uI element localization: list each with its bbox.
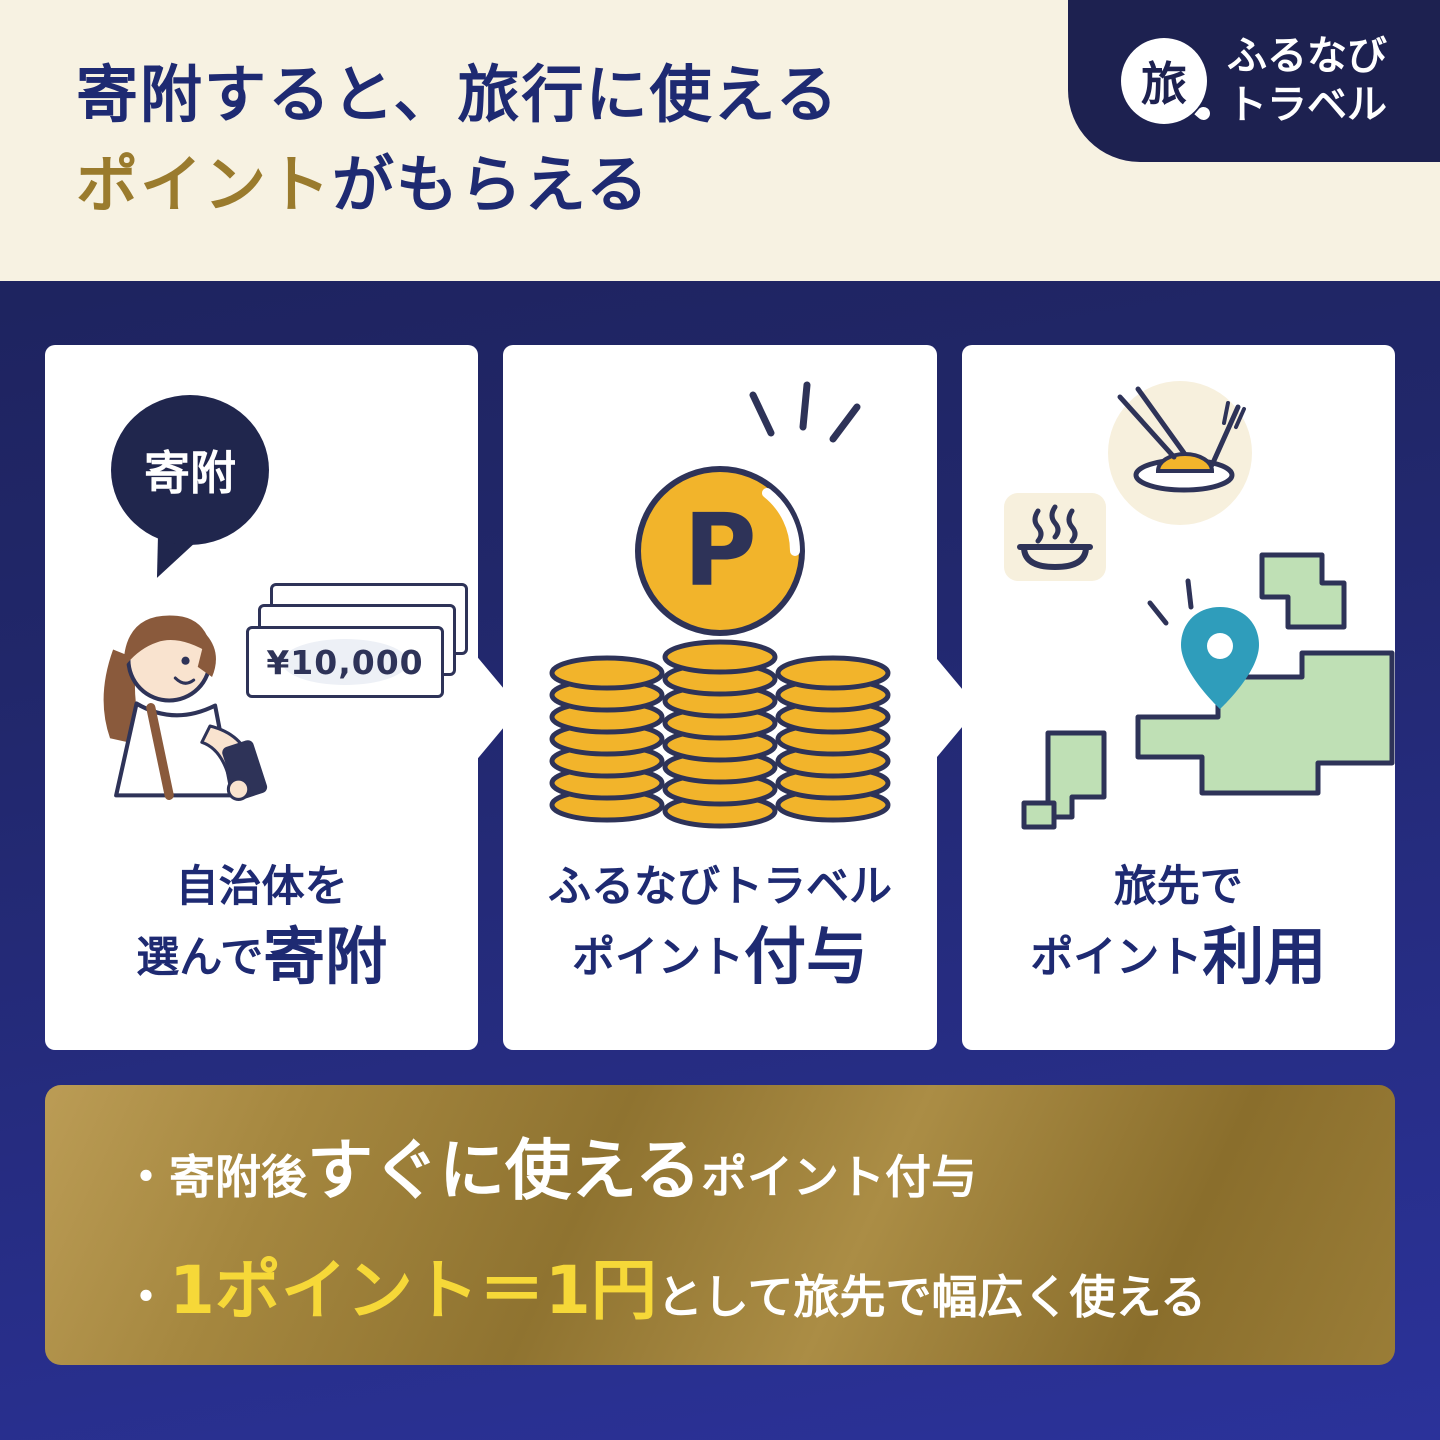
step1-caption: 自治体を 選んで寄附 xyxy=(45,861,478,991)
benefit2-em: 1ポイント＝1円 xyxy=(169,1252,657,1329)
point-coin-icon: P xyxy=(634,466,805,636)
step3-caption-em: 利用 xyxy=(1202,919,1327,993)
brand-name-top: ふるなび xyxy=(1227,33,1387,80)
benefit2-bullet: ・ xyxy=(123,1270,169,1324)
step1-caption-pre: 選んで xyxy=(136,932,264,983)
benefit1-em: すぐに使える xyxy=(307,1132,702,1209)
benefit-line-1: ・寄附後すぐに使えるポイント付与 xyxy=(123,1117,1395,1213)
step3-caption-pre: ポイント xyxy=(1030,932,1203,983)
step2-caption-em: 付与 xyxy=(743,919,868,993)
benefit2-post: として旅先で幅広く使える xyxy=(656,1270,1207,1324)
step3-caption: 旅先で ポイント利用 xyxy=(962,861,1395,991)
step-arrow-1-icon xyxy=(474,653,520,763)
title-line2: ポイントがもらえる xyxy=(76,140,840,230)
woman-with-phone-illustration xyxy=(103,615,268,801)
brand-logo: 旅 ふるなび トラベル xyxy=(1068,0,1440,162)
donation-speech-bubble: 寄附 xyxy=(111,395,269,545)
banknote-amount: ¥10,000 xyxy=(266,642,424,682)
steps-row: 寄附 ¥10,000 xyxy=(45,345,1395,1050)
onsen-icon xyxy=(1003,493,1106,581)
step-card-points: P ふるなびトラベル ポイント付与 xyxy=(503,345,937,1050)
point-coins-illustration: P xyxy=(549,381,891,829)
travel-emblem-icon: 旅 xyxy=(1121,38,1207,124)
brand-name: ふるなび トラベル xyxy=(1227,32,1387,130)
step3-caption-top: 旅先で xyxy=(1113,862,1243,912)
step2-caption-bottom: ポイント付与 xyxy=(503,919,936,993)
map-pin-icon xyxy=(1180,607,1259,709)
title-accent: ポイント xyxy=(76,147,333,221)
page-title: 寄附すると、旅行に使える ポイントがもらえる xyxy=(76,50,840,230)
title-rest: がもらえる xyxy=(332,147,651,221)
step2-caption-top: ふるなびトラベル xyxy=(547,862,892,912)
title-line1: 寄附すると、旅行に使える xyxy=(76,58,840,131)
coin-stack-left xyxy=(549,655,665,823)
step2-caption-pre: ポイント xyxy=(571,932,744,983)
benefits-banner: ・寄附後すぐに使えるポイント付与 ・1ポイント＝1円として旅先で幅広く使える xyxy=(45,1085,1395,1365)
coin-stack-right xyxy=(775,655,891,823)
brand-name-bottom: トラベル xyxy=(1227,82,1387,128)
travel-destination-illustration xyxy=(1003,381,1395,830)
benefit1-pre: ・寄附後 xyxy=(123,1150,307,1204)
benefit-line-2: ・1ポイント＝1円として旅先で幅広く使える xyxy=(123,1237,1395,1333)
step-card-use: 旅先で ポイント利用 xyxy=(961,345,1395,1050)
benefit1-post: ポイント付与 xyxy=(701,1150,978,1204)
step-card-donate: 寄附 ¥10,000 xyxy=(45,345,479,1050)
pin-sparkle-lines-icon xyxy=(1147,578,1194,626)
banknote-watermark xyxy=(282,639,408,685)
step1-caption-top: 自治体を xyxy=(175,862,348,912)
food-icon xyxy=(1107,381,1252,525)
step3-caption-bottom: ポイント利用 xyxy=(962,919,1395,993)
step1-caption-em: 寄附 xyxy=(263,919,388,993)
step1-caption-bottom: 選んで寄附 xyxy=(45,919,478,993)
point-letter: P xyxy=(683,492,756,609)
banknote-front: ¥10,000 xyxy=(246,626,444,698)
step-arrow-2-icon xyxy=(932,653,978,763)
banknotes-illustration: ¥10,000 xyxy=(246,583,468,723)
step2-caption: ふるなびトラベル ポイント付与 xyxy=(503,861,936,991)
coin-stack-middle xyxy=(662,639,778,829)
sparkle-lines-icon xyxy=(749,381,861,443)
